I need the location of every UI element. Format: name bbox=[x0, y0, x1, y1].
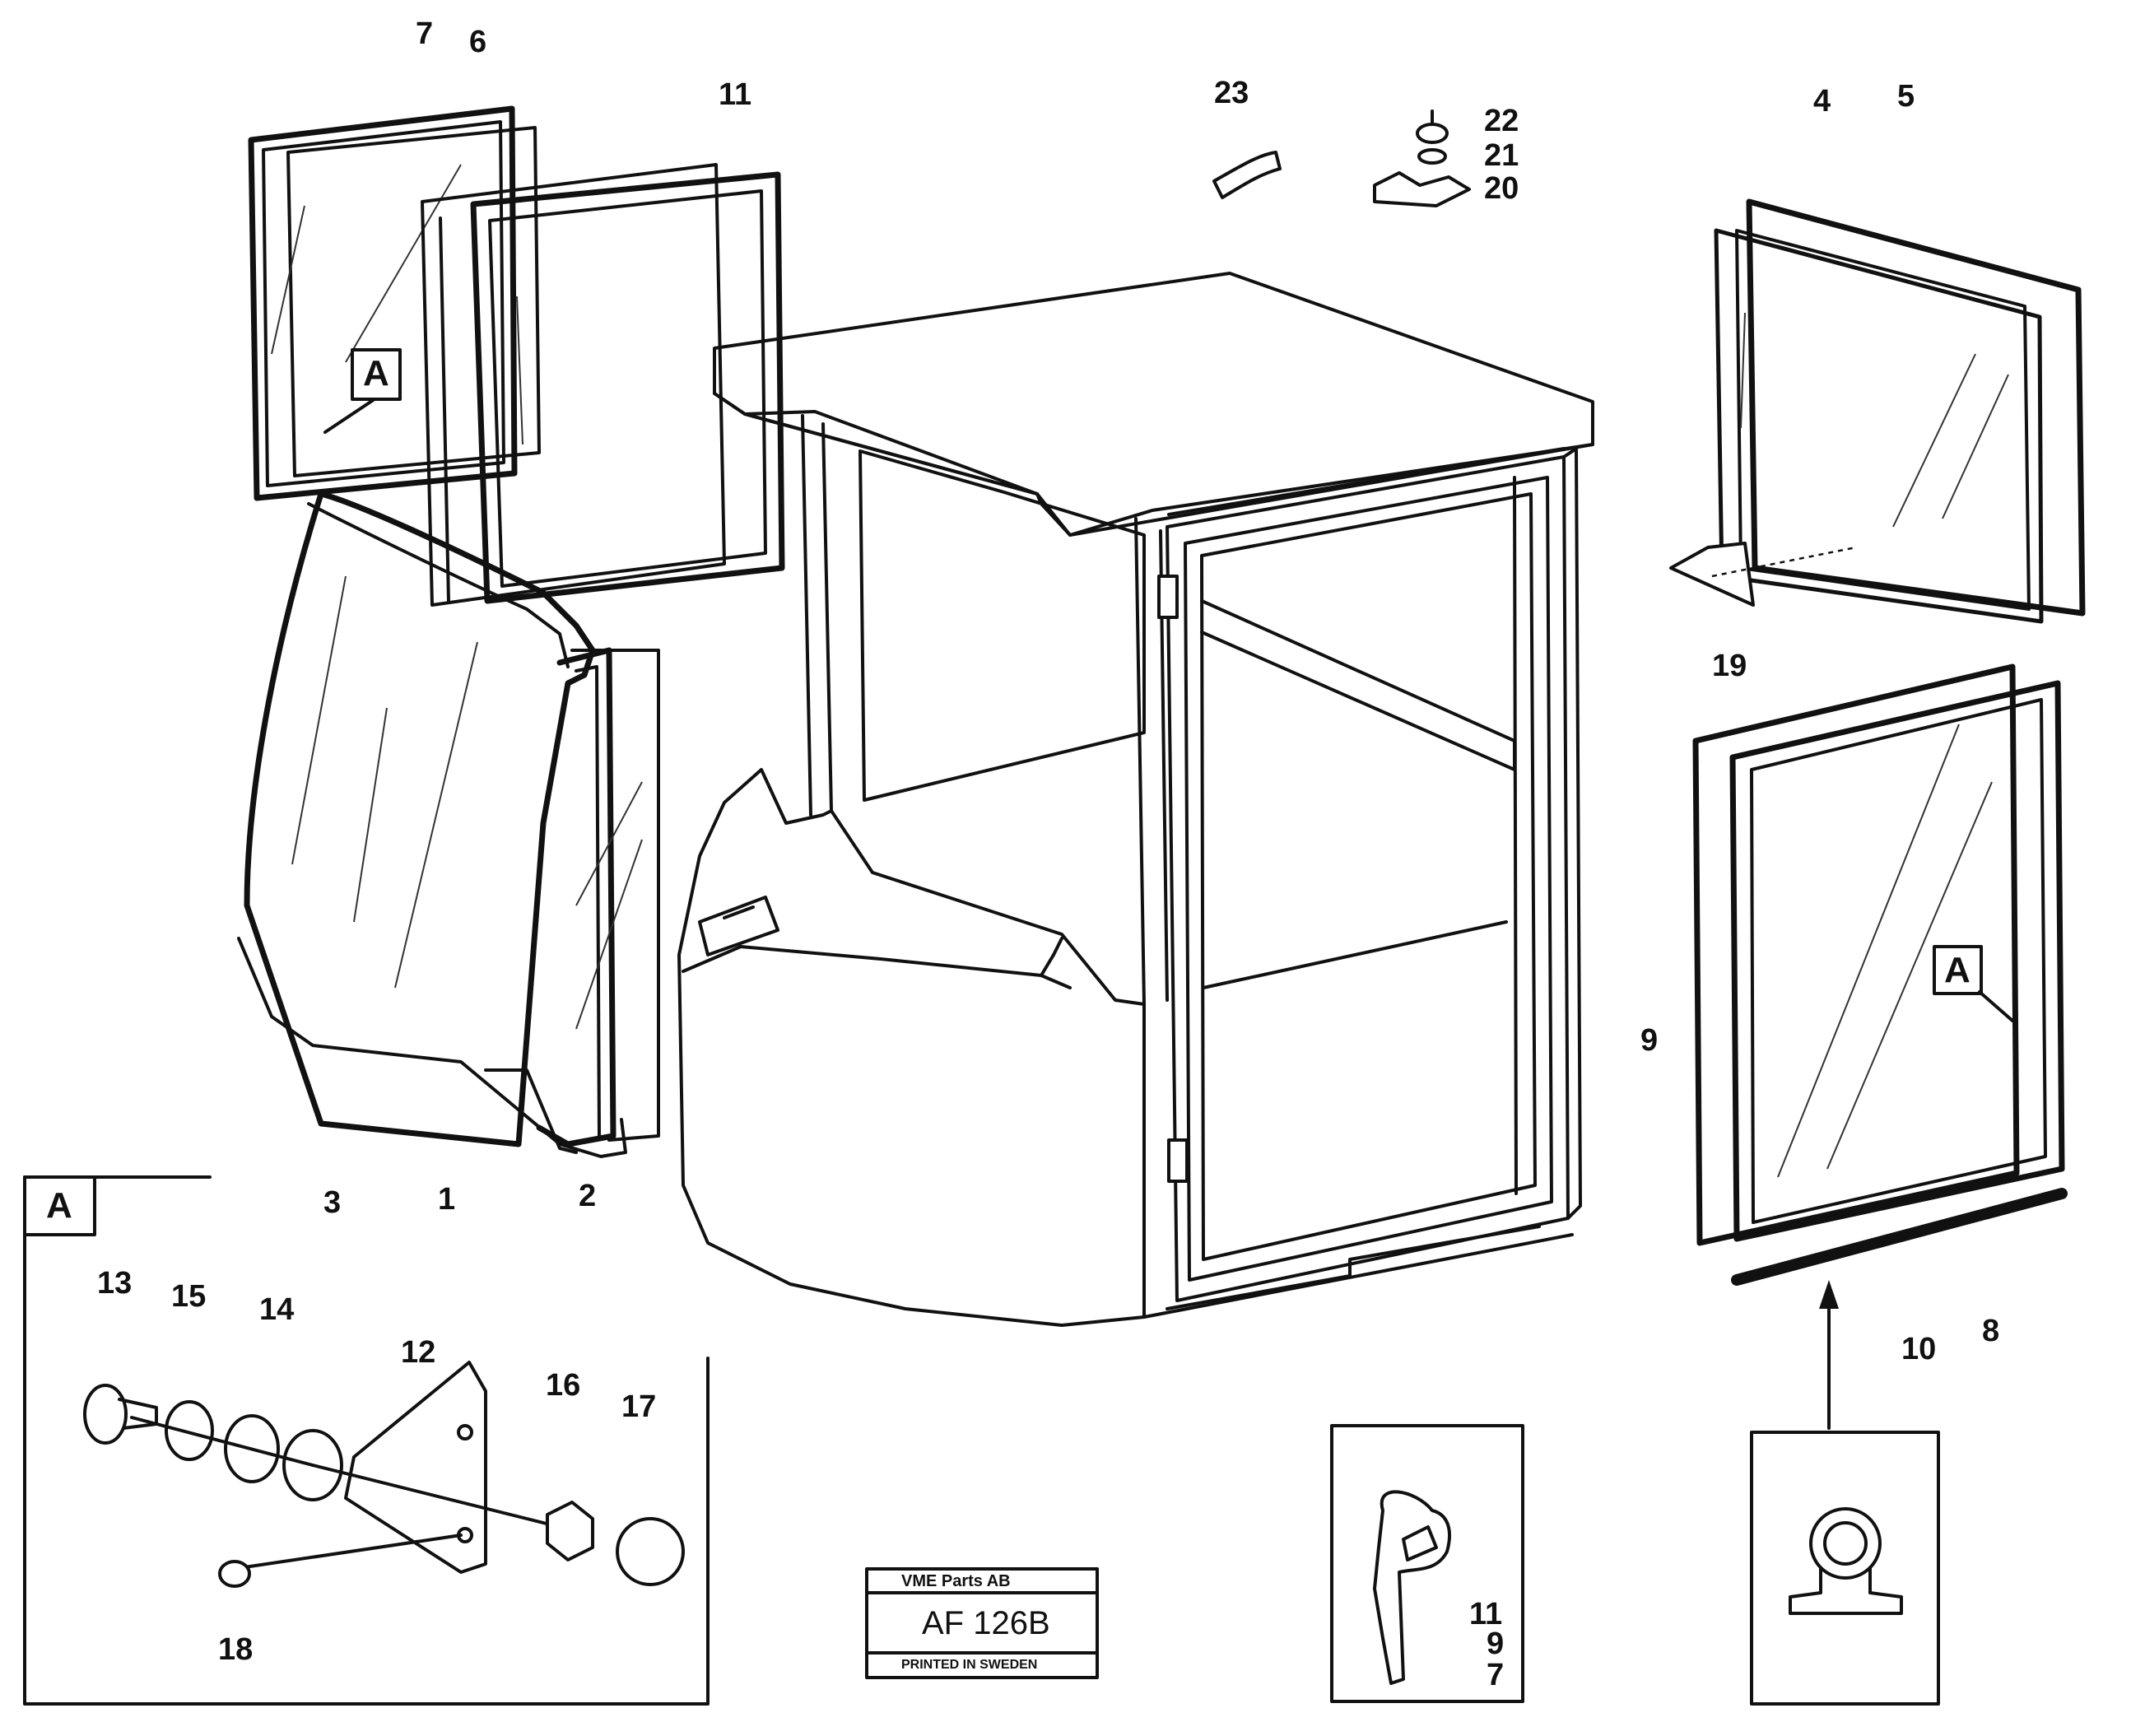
callout-3: 3 bbox=[323, 1185, 342, 1220]
callout-21: 21 bbox=[1484, 138, 1519, 173]
callout-14: 14 bbox=[259, 1292, 295, 1327]
seal-profile-box-left bbox=[1330, 1424, 1524, 1703]
detail-box-label: A bbox=[46, 1185, 72, 1226]
callout-16: 16 bbox=[546, 1368, 581, 1403]
detail-marker-right: A bbox=[1944, 950, 1970, 990]
callout-7: 7 bbox=[416, 16, 434, 51]
windshield-assembly bbox=[237, 491, 660, 1158]
left-side-window bbox=[248, 105, 541, 501]
right-side-window bbox=[1669, 198, 2086, 624]
callout-22: 22 bbox=[1484, 104, 1519, 138]
callout-19: 19 bbox=[1712, 649, 1747, 683]
seal-profile-box-right bbox=[1750, 1431, 1940, 1706]
detail-a-box bbox=[23, 1175, 710, 1706]
callout-12: 12 bbox=[401, 1335, 436, 1370]
profile-ref-7: 7 bbox=[1487, 1658, 1505, 1692]
title-company: VME Parts AB bbox=[901, 1572, 1011, 1590]
callout-4: 4 bbox=[1813, 84, 1831, 119]
marker-a-right bbox=[1933, 945, 1983, 995]
callout-5: 5 bbox=[1897, 79, 1915, 114]
rear-window bbox=[421, 163, 785, 607]
callout-18: 18 bbox=[218, 1632, 254, 1667]
profile-ref-9: 9 bbox=[1487, 1627, 1505, 1661]
title-footer: PRINTED IN SWEDEN bbox=[901, 1658, 1038, 1672]
callout-9: 9 bbox=[1640, 1023, 1659, 1058]
callout-10: 10 bbox=[1901, 1332, 1937, 1366]
callout-17: 17 bbox=[621, 1389, 657, 1424]
callout-2: 2 bbox=[579, 1179, 597, 1213]
title-code: AF 126B bbox=[922, 1605, 1050, 1641]
cab-body bbox=[677, 272, 1594, 1327]
callout-13: 13 bbox=[97, 1266, 133, 1301]
callout-15: 15 bbox=[171, 1279, 207, 1314]
callout-8: 8 bbox=[1982, 1314, 2000, 1348]
door-window bbox=[1692, 663, 2068, 1430]
title-block bbox=[865, 1567, 1099, 1679]
small-parts bbox=[1212, 109, 1471, 207]
callout-23: 23 bbox=[1214, 76, 1249, 110]
callout-6: 6 bbox=[469, 25, 487, 59]
callout-1: 1 bbox=[438, 1182, 456, 1217]
detail-marker-left: A bbox=[363, 353, 389, 393]
detail-a-label-box bbox=[23, 1175, 96, 1236]
profile-ref-11: 11 bbox=[1469, 1597, 1503, 1631]
callout-20: 20 bbox=[1484, 171, 1519, 206]
callout-11: 11 bbox=[719, 77, 752, 112]
